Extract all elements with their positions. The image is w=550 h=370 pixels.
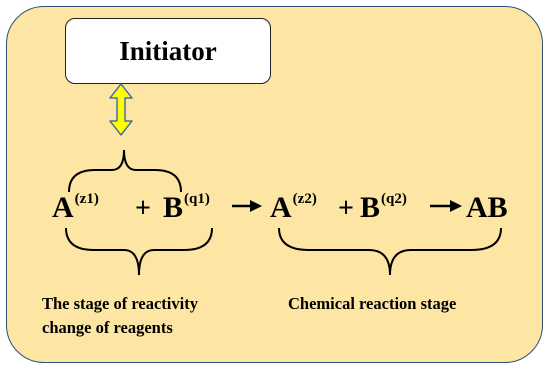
reactant-a-charge: (z1) (74, 191, 99, 207)
reaction-arrow-2 (430, 200, 462, 212)
chemical-stage-label: Chemical reaction stage (288, 292, 456, 316)
reactivity-stage-line1: The stage of reactivity (42, 294, 198, 313)
reactant-b-charge: (q1) (184, 191, 210, 207)
initiator-box: Initiator (65, 18, 271, 84)
plus-sign-2: + (338, 193, 354, 224)
reactant-a-changed-symbol: A (270, 191, 292, 224)
reaction-arrow-1 (232, 200, 262, 212)
reactant-a-changed-charge: (z2) (292, 191, 317, 207)
double-arrow-icon (109, 83, 133, 136)
reactant-b-initial: B(q1) (163, 191, 210, 224)
chemical-stage-brace (278, 227, 502, 276)
reactant-a-changed: A(z2) (270, 191, 317, 224)
reactant-b-symbol: B (163, 191, 184, 224)
reactant-b-changed-charge: (q2) (381, 191, 407, 207)
reactivity-stage-line2: change of reagents (42, 318, 173, 337)
reactivity-stage-label: The stage of reactivity change of reagen… (42, 292, 198, 340)
reactant-b-changed: B(q2) (360, 191, 407, 224)
top-brace (68, 149, 182, 193)
product-ab: AB (466, 191, 508, 224)
reactivity-stage-brace (65, 227, 213, 276)
plus-sign-1: + (135, 193, 151, 224)
reactant-b-changed-symbol: B (360, 191, 381, 224)
initiator-label: Initiator (119, 35, 217, 66)
chemical-stage-line1: Chemical reaction stage (288, 294, 457, 313)
reactant-a-symbol: A (52, 191, 74, 224)
reactant-a-initial: A(z1) (52, 191, 99, 224)
